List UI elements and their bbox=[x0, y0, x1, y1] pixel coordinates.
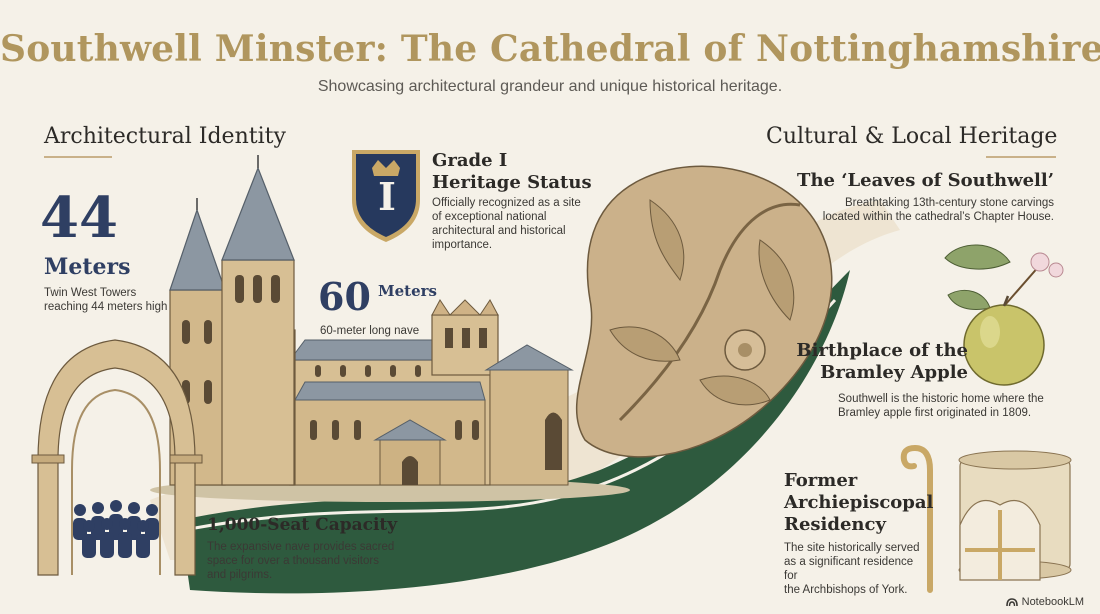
heritage-description-line: architectural and historical bbox=[432, 225, 566, 237]
residency-title: Former Archiepiscopal Residency bbox=[784, 470, 933, 536]
residency-description-line: the Archbishops of York. bbox=[784, 584, 908, 596]
capacity-description-line: and pilgrims. bbox=[207, 569, 273, 581]
seat-capacity-title: 1,000-Seat Capacity bbox=[207, 515, 398, 535]
apple-description-line: Southwell is the historic home where the bbox=[838, 393, 1044, 405]
section-heading-underline bbox=[986, 156, 1056, 158]
section-heading-underline bbox=[44, 156, 112, 158]
stone-arch-illustration bbox=[31, 339, 203, 576]
leaves-of-southwell-description: Breathtaking 13th-century stone carvings… bbox=[774, 196, 1054, 224]
towers-description: Twin West Towers reaching 44 meters high bbox=[44, 286, 204, 314]
notebooklm-label: NotebookLM bbox=[1021, 596, 1084, 608]
nave-length-number: 60 bbox=[318, 274, 371, 319]
residency-description-line: as a significant residence for bbox=[784, 556, 914, 582]
nave-length-unit: Meters bbox=[378, 282, 437, 300]
towers-height-unit: Meters bbox=[44, 254, 131, 280]
crozier-mitre-scroll-illustration bbox=[900, 444, 1072, 593]
page-subtitle: Showcasing architectural grandeur and un… bbox=[317, 78, 783, 95]
leaves-description-line: Breathtaking 13th-century stone carvings bbox=[844, 197, 1054, 209]
heritage-title-line: Heritage Status bbox=[432, 172, 592, 193]
cathedral-illustration bbox=[150, 155, 630, 502]
heritage-status-description: Officially recognized as a site of excep… bbox=[432, 196, 622, 252]
capacity-description-line: space for over a thousand visitors bbox=[207, 555, 379, 567]
notebooklm-logo-icon bbox=[1005, 598, 1018, 607]
section-heading-cultural-heritage: Cultural & Local Heritage bbox=[766, 124, 1058, 149]
nave-description: 60-meter long nave bbox=[320, 325, 420, 337]
bramley-apple-illustration bbox=[944, 244, 1064, 386]
grade-one-shield-icon bbox=[352, 150, 420, 242]
residency-title-line: Former bbox=[784, 470, 858, 491]
bramley-apple-description: Southwell is the historic home where the… bbox=[838, 392, 1078, 420]
residency-title-line: Archiepiscopal bbox=[784, 492, 934, 513]
page-title: Southwell Minster: The Cathedral of Nott… bbox=[0, 28, 1100, 70]
notebooklm-badge: NotebookLM bbox=[1005, 596, 1084, 608]
shield-letter: I bbox=[378, 174, 396, 219]
heritage-description-line: Officially recognized as a site bbox=[432, 197, 581, 209]
heritage-status-title: Grade I Heritage Status bbox=[432, 150, 592, 194]
seat-capacity-description: The expansive nave provides sacred space… bbox=[207, 540, 407, 582]
people-crowd-icon bbox=[73, 500, 159, 558]
leaves-of-southwell-title: The ‘Leaves of Southwell’ bbox=[797, 170, 1054, 191]
towers-height-number: 44 bbox=[40, 185, 118, 251]
heritage-description-line: of exceptional national bbox=[432, 211, 547, 223]
towers-description-line: reaching 44 meters high bbox=[44, 301, 168, 313]
residency-description: The site historically served as a signif… bbox=[784, 541, 924, 597]
apple-title-line: Bramley Apple bbox=[820, 362, 968, 383]
section-heading-architectural-identity: Architectural Identity bbox=[44, 124, 286, 149]
stone-leaf-carving-illustration bbox=[575, 165, 833, 458]
heritage-description-line: importance. bbox=[432, 239, 493, 251]
apple-title-line: Birthplace of the bbox=[796, 340, 968, 361]
towers-description-line: Twin West Towers bbox=[44, 287, 137, 299]
bramley-apple-title: Birthplace of the Bramley Apple bbox=[796, 340, 968, 384]
apple-description-line: Bramley apple first originated in 1809. bbox=[838, 407, 1032, 419]
capacity-description-line: The expansive nave provides sacred bbox=[207, 541, 395, 553]
leaves-description-line: located within the cathedral’s Chapter H… bbox=[822, 211, 1054, 223]
heritage-title-line: Grade I bbox=[432, 150, 508, 171]
residency-description-line: The site historically served bbox=[784, 542, 920, 554]
residency-title-line: Residency bbox=[784, 514, 886, 535]
